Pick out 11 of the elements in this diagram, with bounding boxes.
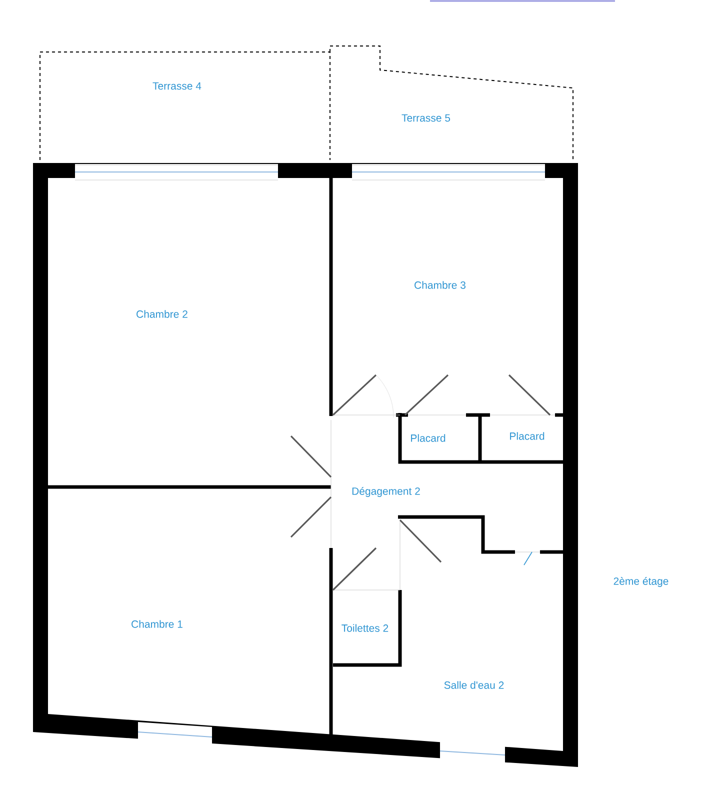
room-label: Placard bbox=[510, 432, 544, 440]
room-label: Dégagement 2 bbox=[352, 487, 420, 497]
room-label: Salle d'eau 2 bbox=[444, 681, 504, 689]
room-label: 2ème étage bbox=[614, 577, 668, 587]
room-label: Placard bbox=[411, 434, 446, 442]
room-label: Chambre 3 bbox=[414, 281, 466, 289]
room-label: Terrasse 4 bbox=[152, 82, 202, 90]
room-label: Chambre 1 bbox=[132, 620, 182, 628]
room-label: Terrasse 5 bbox=[402, 114, 450, 122]
room-label: Chambre 2 bbox=[136, 310, 188, 318]
room-label: Toilettes 2 bbox=[342, 624, 388, 632]
